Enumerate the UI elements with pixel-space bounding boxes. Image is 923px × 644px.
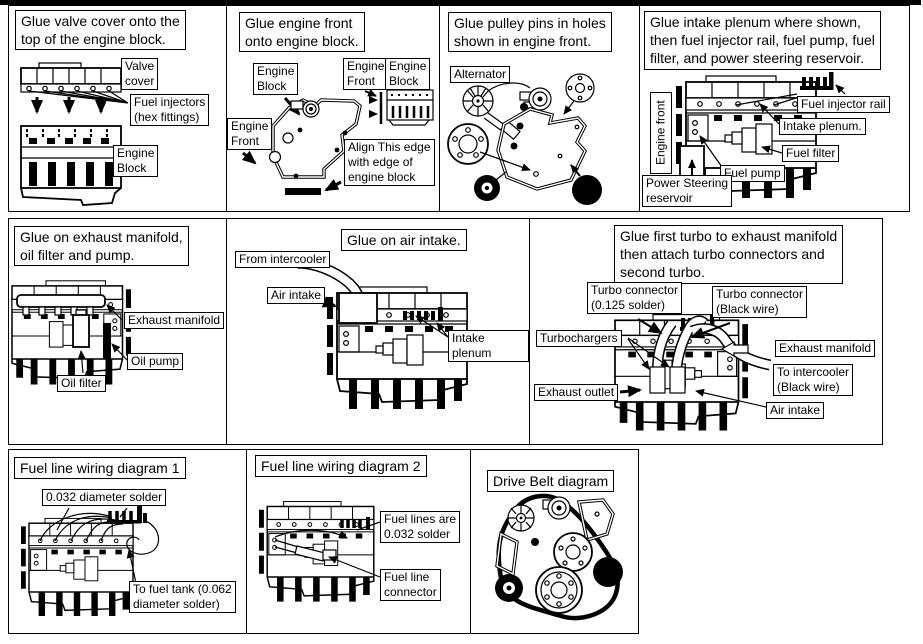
panel-turbo: Glue first turbo to exhaust manifold the…	[529, 218, 883, 445]
label-solder: 0.032 diameter solder	[42, 489, 167, 506]
label-fuel-pump: Fuel pump	[720, 165, 785, 182]
panel-fuel-line-2: Fuel line wiring diagram 2 Fuel lines ar…	[246, 449, 471, 634]
engine-side-view	[21, 517, 134, 617]
label-oil-filter: Oil filter	[57, 375, 106, 392]
panel-drive-belt: Drive Belt diagram	[470, 449, 639, 634]
panel-engine-front: Glue engine front onto engine block. Eng…	[226, 5, 440, 212]
label-engine-block-top: Engine Block	[253, 63, 299, 95]
panel-title: Glue pulley pins in holes shown in engin…	[448, 12, 612, 53]
air-intake-illustration	[296, 257, 468, 409]
panel-title: Glue on exhaust manifold, oil filter and…	[14, 226, 189, 267]
label-air-intake: Air intake	[766, 402, 825, 419]
valve-cover-illustration	[20, 62, 129, 206]
panel-title: Glue intake plenum where shown, then fue…	[644, 11, 881, 70]
panel-title: Glue first turbo to exhaust manifold the…	[614, 225, 844, 284]
label-fuel-injector-rail: Fuel injector rail	[797, 96, 890, 113]
label-engine-block-side: Engine Block	[385, 58, 431, 90]
label-turbo-connector-solder: Turbo connector (0.125 solder)	[587, 282, 682, 314]
label-oil-pump: Oil pump	[127, 353, 184, 370]
engine-front-illustration	[241, 89, 434, 195]
label-fuel-filter: Fuel filter	[782, 145, 840, 162]
label-from-intercooler: From intercooler	[235, 251, 331, 268]
panel-title: Fuel line wiring diagram 1	[14, 457, 186, 480]
label-turbochargers: Turbochargers	[536, 330, 622, 347]
label-to-fuel-tank: To fuel tank (0.062 diameter solder)	[129, 581, 236, 613]
exhaust-manifold-illustration	[11, 280, 131, 385]
panel-valve-cover: Glue valve cover onto the top of the eng…	[8, 5, 227, 212]
label-exhaust-manifold: Exhaust manifold	[775, 340, 876, 357]
panel-title: Glue valve cover onto the top of the eng…	[15, 10, 186, 51]
panel-title: Drive Belt diagram	[487, 470, 615, 493]
panel-exhaust-manifold: Glue on exhaust manifold, oil filter and…	[8, 218, 227, 445]
label-align-note: Align This edge with edge of engine bloc…	[344, 139, 435, 186]
label-intake-plenum: Intake plenum	[448, 330, 529, 362]
fuel-line-1-illustration	[21, 506, 160, 617]
label-intake-plenum: Intake plenum.	[779, 118, 866, 135]
label-exhaust-manifold: Exhaust manifold	[124, 312, 225, 329]
label-air-intake: Air intake	[267, 287, 326, 304]
turbo-illustration	[614, 314, 772, 431]
label-turbo-connector-black: Turbo connector (Black wire)	[712, 286, 807, 318]
drive-belt-illustration	[495, 493, 623, 621]
label-alternator: Alternator	[450, 66, 511, 83]
panel-air-intake: Glue on air intake. From intercooler Air…	[226, 218, 530, 445]
label-engine-block: Engine Block	[113, 145, 159, 177]
label-engine-front-vertical: Engine front	[650, 92, 672, 174]
label-exhaust-outlet: Exhaust outlet	[534, 384, 619, 401]
panel-intake-plenum: Glue intake plenum where shown, then fue…	[639, 5, 910, 212]
label-engine-front-top: Engine Front	[343, 58, 389, 90]
label-engine-front-side: Engine Front	[227, 118, 273, 150]
panel-fuel-line-1: Fuel line wiring diagram 1 0.032 diamete…	[8, 449, 247, 634]
label-power-steering: Power Steering reservoir	[642, 175, 733, 207]
fuel-line-2-illustration	[259, 501, 381, 602]
bottom-rule	[0, 0, 921, 5]
label-fuel-line-connector: Fuel line connector	[380, 569, 441, 601]
panel-title: Fuel line wiring diagram 2	[255, 455, 427, 478]
panel-title: Glue engine front onto engine block.	[239, 12, 365, 53]
label-to-intercooler: To intercooler (Black wire)	[773, 364, 854, 396]
panel-pulley-pins: Glue pulley pins in holes shown in engin…	[439, 5, 640, 212]
panel-title: Glue on air intake.	[341, 229, 467, 252]
label-fuel-lines: Fuel lines are 0.032 solder	[380, 511, 461, 543]
label-fuel-injectors: Fuel injectors (hex fittings)	[130, 94, 210, 126]
label-valve-cover: Valve cover	[121, 58, 159, 90]
engine-side-view	[259, 501, 375, 602]
pulley-pins-illustration	[447, 73, 602, 205]
